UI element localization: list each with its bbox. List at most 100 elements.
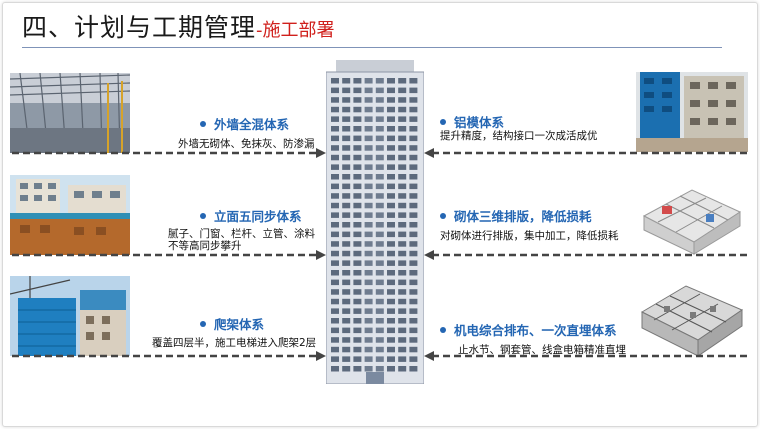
left-label-1-text: 外墙全混体系 — [214, 117, 290, 132]
tower-window — [375, 174, 384, 180]
tower-window — [409, 222, 418, 228]
tower-window — [342, 260, 351, 266]
tower-window — [398, 298, 407, 305]
tower-window — [353, 241, 362, 247]
tower-window — [375, 126, 384, 132]
tower-window — [398, 270, 407, 276]
tower-window — [409, 270, 418, 276]
tower-window — [375, 106, 384, 113]
tower-window — [409, 308, 418, 314]
tower-window — [387, 231, 395, 238]
tower-window — [398, 164, 407, 170]
tower-window — [387, 193, 395, 199]
tower-window — [331, 106, 339, 113]
tower-window — [398, 145, 407, 151]
tower-window — [364, 318, 373, 324]
tower-window — [398, 174, 407, 180]
tower-window — [342, 164, 351, 170]
right-label-2: 砌体三维排版，降低损耗 — [440, 206, 592, 225]
tower-window — [398, 366, 407, 372]
tower-window — [375, 202, 384, 209]
tower-window — [409, 289, 418, 295]
tower-window — [409, 145, 418, 151]
tower-window — [364, 193, 373, 199]
tower-window — [398, 193, 407, 199]
tower-window — [342, 231, 351, 238]
arrow-head — [424, 351, 434, 361]
arrow-head — [424, 250, 434, 260]
tower-window — [331, 356, 339, 362]
tower-window — [387, 327, 395, 334]
tower-window — [409, 174, 418, 180]
tower-window — [342, 318, 351, 324]
slide-title: 四、计划与工期管理-施工部署 — [22, 8, 335, 44]
tower-window — [342, 183, 351, 190]
tower-window — [398, 318, 407, 324]
tower-window — [331, 145, 339, 151]
right-desc-2: 对砌体进行排版，集中加工，降低损耗 — [440, 230, 619, 242]
tower-window — [353, 116, 362, 122]
tower-window — [331, 289, 339, 295]
tower-window — [353, 308, 362, 314]
tower-window — [387, 241, 395, 247]
arrow-head — [316, 351, 326, 361]
tower-window — [398, 212, 407, 218]
tower-window — [342, 174, 351, 180]
tower-window — [375, 78, 384, 84]
tower-window — [409, 260, 418, 266]
tower-window — [342, 202, 351, 209]
tower-window — [375, 154, 384, 161]
tower-window — [342, 154, 351, 161]
tower-window — [353, 260, 362, 266]
tower-window — [364, 202, 373, 209]
tower-window — [387, 154, 395, 161]
tower-window — [342, 87, 351, 94]
tower-window — [364, 222, 373, 228]
bullet-dot — [440, 326, 446, 333]
tower-window — [409, 87, 418, 94]
tower-window — [375, 346, 384, 353]
tower-window — [387, 270, 395, 276]
tower-window — [409, 212, 418, 218]
left-label-3: 爬架体系 — [200, 314, 264, 333]
tower-window — [398, 135, 407, 142]
tower-window — [331, 116, 339, 122]
tower-window — [387, 78, 395, 84]
tower-window — [409, 164, 418, 170]
tower-window — [342, 78, 351, 84]
tower-window — [387, 145, 395, 151]
tower-window — [398, 279, 407, 286]
tower-window — [331, 270, 339, 276]
left-desc-3: 覆盖四层半，施工电梯进入爬架2层 — [152, 337, 317, 349]
tower-window — [398, 308, 407, 314]
tower-window — [387, 106, 395, 113]
tower-window — [375, 241, 384, 247]
tower-window — [398, 202, 407, 209]
tower-window — [342, 135, 351, 142]
right-desc-3: 止水节、钢套管、线盒电箱精准直埋 — [458, 344, 626, 356]
tower-window — [409, 356, 418, 362]
photo-aluminum-formwork — [636, 72, 748, 152]
left-label-2-text: 立面五同步体系 — [214, 209, 302, 224]
arrow-left-3 — [12, 351, 326, 361]
tower-window — [398, 87, 407, 94]
left-label-3-text: 爬架体系 — [214, 317, 265, 332]
tower-window — [353, 154, 362, 161]
tower-window — [375, 289, 384, 295]
left-desc-2-line2: 不等高同步攀升 — [168, 240, 242, 252]
right-label-3: 机电综合排布、一次直埋体系 — [440, 320, 617, 339]
tower-window — [353, 78, 362, 84]
tower-window — [331, 183, 339, 190]
tower-window — [409, 366, 418, 372]
right-desc-1: 提升精度，结构接口一次成活成优 — [440, 130, 598, 142]
tower-window — [331, 298, 339, 305]
tower-window — [387, 250, 395, 257]
bullet-dot — [200, 320, 206, 327]
arrow-right-2 — [424, 250, 748, 260]
tower-window — [364, 270, 373, 276]
tower-window — [375, 87, 384, 94]
left-desc-2: 腻子、门窗、栏杆、立管、涂料 不等高同步攀升 — [168, 228, 315, 252]
tower-window — [342, 279, 351, 286]
tower-window — [342, 289, 351, 295]
tower-window — [375, 231, 384, 238]
